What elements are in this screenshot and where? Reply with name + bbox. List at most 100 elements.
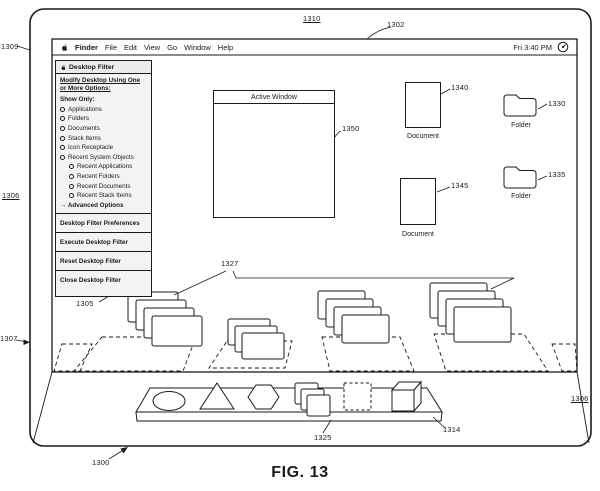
folder-icon-1[interactable]: [503, 94, 537, 117]
radio-option-recent-applications[interactable]: Recent Applications: [69, 163, 147, 170]
radio-icon[interactable]: [60, 135, 65, 141]
desktop-filter-title: Desktop Filter: [69, 63, 115, 71]
radio-icon[interactable]: [69, 193, 74, 199]
menu-item-finder[interactable]: Finder: [75, 43, 98, 52]
arrow-right-icon: →: [60, 202, 67, 210]
panel-divider: [56, 270, 151, 272]
ref-1306-left: 1306: [2, 191, 20, 200]
filter-heading: Modify Desktop Using One or More Options…: [60, 77, 141, 93]
ref-1300: 1300: [92, 458, 110, 467]
folder-icon-2[interactable]: [503, 166, 537, 189]
action-desktop-filter-preferences[interactable]: Desktop Filter Preferences: [60, 219, 140, 227]
radio-option-label: Recent Documents: [77, 182, 131, 190]
radio-option-label: Recent Stack Items: [77, 192, 132, 200]
dock-item-dashed-slot-icon[interactable]: [343, 382, 372, 411]
show-only-label: Show Only:: [60, 96, 95, 104]
ref-1327: 1327: [221, 259, 239, 268]
action-reset-desktop-filter[interactable]: Reset Desktop Filter: [60, 257, 121, 265]
menu-item-view[interactable]: View: [143, 43, 161, 52]
leader-1350: [334, 130, 342, 138]
radio-option-label: Stack Items: [68, 134, 101, 142]
radio-option-stack-items[interactable]: Stack Items: [60, 135, 147, 142]
leader-1340: [440, 88, 451, 95]
dock-item-hexagon-icon[interactable]: [247, 384, 280, 410]
ref-1325: 1325: [314, 433, 332, 442]
ref-1330: 1330: [548, 99, 566, 108]
radio-option-documents[interactable]: Documents: [60, 125, 147, 132]
menu-item-file[interactable]: File: [104, 43, 118, 52]
recent-sub-options: Recent Applications Recent Folders Recen…: [69, 163, 147, 199]
radio-option-recent-stack-items[interactable]: Recent Stack Items: [69, 192, 147, 199]
radio-option-folders[interactable]: Folders: [60, 115, 147, 122]
leader-1330: [537, 103, 548, 110]
active-window-titlebar[interactable]: Active Window: [214, 91, 334, 104]
radio-option-label: Recent Folders: [77, 173, 120, 180]
radio-icon[interactable]: [69, 164, 74, 170]
menu-item-help[interactable]: Help: [217, 43, 234, 52]
ref-1314: 1314: [443, 425, 461, 434]
apple-menu-icon[interactable]: [60, 43, 68, 52]
advanced-options-item[interactable]: → Advanced Options: [60, 202, 147, 209]
desktop-filter-panel: Desktop Filter Modify Desktop Using One …: [55, 60, 152, 297]
radio-icon[interactable]: [60, 154, 65, 160]
dock-item-triangle-icon[interactable]: [199, 382, 235, 410]
document-icon-1[interactable]: [405, 82, 441, 128]
perspective-line-left: [32, 371, 53, 444]
receptacle-partial-right: [551, 343, 578, 372]
radio-option-label: Icon Receptacle: [68, 144, 114, 152]
window-stack-4[interactable]: [429, 282, 512, 343]
ref-1306-right: 1306: [571, 394, 589, 403]
dock-item-disc-icon[interactable]: [152, 391, 186, 411]
radio-icon[interactable]: [69, 183, 74, 189]
arrowhead-1300: [120, 447, 128, 454]
menu-item-edit[interactable]: Edit: [124, 43, 137, 52]
radio-option-recent-documents[interactable]: Recent Documents: [69, 183, 147, 190]
figure-caption: FIG. 13: [271, 464, 329, 481]
radio-option-label: Recent System Objects: [68, 153, 134, 161]
active-window[interactable]: Active Window: [213, 90, 335, 218]
leader-1314: [432, 416, 446, 429]
radio-icon[interactable]: [60, 126, 65, 132]
ref-1340: 1340: [451, 83, 469, 92]
menu-item-window[interactable]: Window: [184, 43, 211, 52]
action-execute-desktop-filter[interactable]: Execute Desktop Filter: [60, 238, 128, 246]
leader-lines: [15, 26, 548, 460]
leader-1335: [537, 175, 548, 181]
action-close-desktop-filter[interactable]: Close Desktop Filter: [60, 276, 121, 284]
radio-option-applications[interactable]: Applications: [60, 106, 147, 113]
arrowhead-1307: [23, 339, 30, 345]
panel-divider: [56, 213, 151, 215]
document-icon-2[interactable]: [400, 178, 436, 225]
receptacle-1: [73, 336, 197, 372]
radio-option-recent-folders[interactable]: Recent Folders: [69, 173, 147, 180]
radio-icon[interactable]: [60, 145, 65, 151]
folder-label-2: Folder: [511, 193, 531, 200]
window-stack-3[interactable]: [317, 290, 390, 344]
menu-bar: Finder File Edit View Go Window Help Fri…: [53, 40, 576, 55]
desktop-filter-titlebar[interactable]: Desktop Filter: [56, 61, 151, 74]
menubar-status-icon[interactable]: [557, 41, 569, 55]
radio-option-label: Applications: [68, 105, 102, 113]
radio-option-label: Documents: [68, 125, 100, 133]
radio-option-recent-system-objects[interactable]: Recent System Objects: [60, 154, 147, 161]
leader-1302: [366, 26, 392, 40]
radio-option-label: Folders: [68, 115, 89, 123]
menu-item-go[interactable]: Go: [167, 43, 178, 52]
dock-item-mini-stack-icon[interactable]: [294, 382, 331, 417]
window-stack-1[interactable]: [127, 291, 203, 347]
ref-1305: 1305: [76, 299, 94, 308]
window-stack-2[interactable]: [227, 318, 285, 360]
apple-logo-icon: [61, 64, 66, 70]
radio-icon[interactable]: [60, 116, 65, 122]
ref-1345: 1345: [451, 181, 469, 190]
radio-option-icon-receptacle[interactable]: Icon Receptacle: [60, 144, 147, 151]
radio-option-label: Recent Applications: [77, 163, 133, 171]
panel-divider: [56, 232, 151, 234]
document-label-1: Document: [407, 133, 439, 140]
radio-icon[interactable]: [69, 174, 74, 179]
radio-icon[interactable]: [60, 106, 65, 112]
dock-item-cube-icon[interactable]: [390, 380, 423, 413]
menubar-clock[interactable]: Fri 3:40 PM: [513, 43, 552, 52]
advanced-options-label: Advanced Options: [67, 202, 124, 210]
